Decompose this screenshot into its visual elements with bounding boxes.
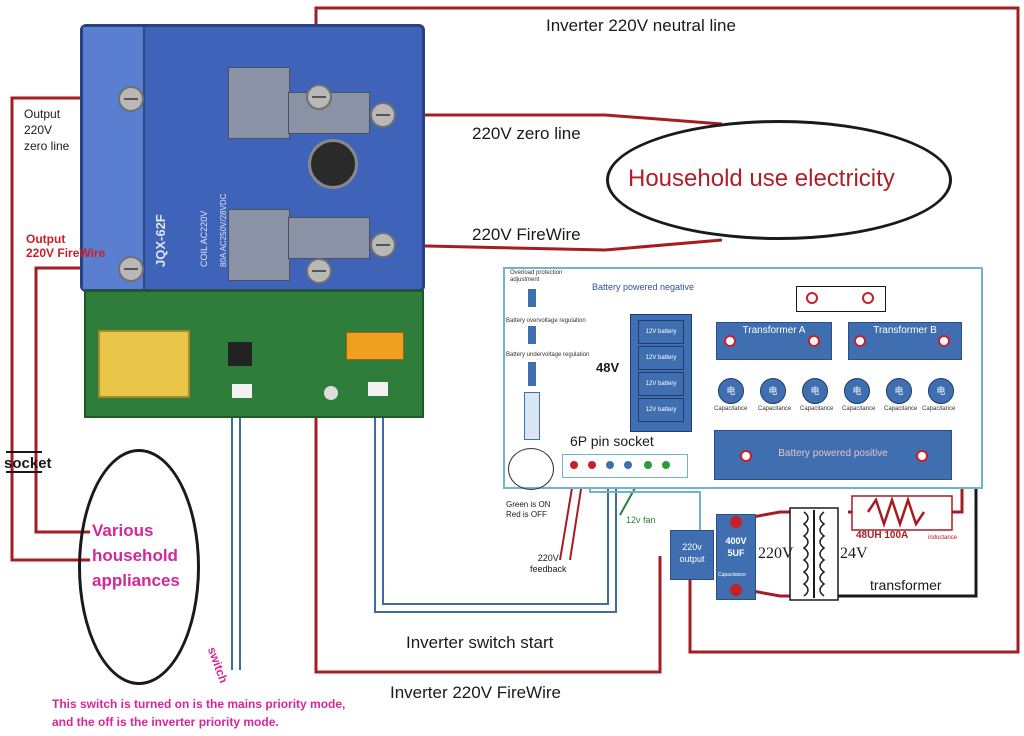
appliances-ellipse <box>78 449 200 685</box>
output-zero-label: Output 220V zero line <box>24 107 70 153</box>
inverter-switch-wire <box>374 398 617 613</box>
inverter-firewire-wire <box>314 270 662 674</box>
battery-positive-label: Battery powered positive <box>778 448 888 459</box>
output-zero-wire <box>10 96 128 562</box>
v24-label: 24V <box>840 545 868 562</box>
appliances-label: Various household appliances <box>92 521 180 590</box>
household-use-ellipse <box>606 120 952 240</box>
relay-pcb <box>84 290 424 418</box>
battery-negative-label: Battery powered negative <box>592 282 695 292</box>
pin-socket <box>562 454 688 478</box>
pcb-chip <box>228 342 252 366</box>
v220-label: 220V <box>758 545 794 562</box>
battery-negative-terminal-1 <box>806 292 818 304</box>
mode-note-line2: and the off is the inverter priority mod… <box>52 715 279 729</box>
inverter-neutral-label: Inverter 220V neutral line <box>546 16 736 35</box>
fan-label: 12v fan <box>626 515 656 525</box>
transformer-label: transformer <box>870 577 942 593</box>
relay-rating: 80A AC250V/28VDC <box>219 193 228 267</box>
output-fire-label: Output 220V FireWire <box>26 232 106 260</box>
terminal-output-zero <box>118 86 144 112</box>
capacitor-3: 电 <box>802 378 828 404</box>
firewire-wire <box>382 238 723 252</box>
overvoltage-label: Battery overvoltage regulation <box>506 318 586 324</box>
inverter-neutral-wire <box>314 6 1020 654</box>
inductor-label: 48UH 100A <box>856 530 909 541</box>
feedback-label: 220V feedback <box>530 553 567 574</box>
terminal-neutral <box>306 84 332 110</box>
battery-cell-4: 12V battery <box>638 398 684 422</box>
pin-socket-label: 6P pin socket <box>570 433 654 449</box>
relay-side-panel <box>83 27 145 289</box>
pcb-relay <box>346 332 404 360</box>
zero-line-wire <box>383 113 723 126</box>
capacitor-6: 电 <box>928 378 954 404</box>
pcb-transformer <box>98 330 190 398</box>
capacitor-2: 电 <box>760 378 786 404</box>
mode-note-line1: This switch is turned on is the mains pr… <box>52 697 346 711</box>
transformer-b-label: Transformer B <box>873 325 937 336</box>
inductor-body <box>851 495 953 531</box>
relay-module: JQX-62F COIL AC220V 80A AC250V/28VDC <box>80 24 425 292</box>
undervoltage-label: Battery undervoltage regulation <box>506 352 590 358</box>
pcb-connector-right <box>368 382 388 396</box>
cap-box-label: 400V 5UF <box>725 536 747 558</box>
capacitor-5: 电 <box>886 378 912 404</box>
pcb-led <box>324 386 338 400</box>
firewire-label: 220V FireWire <box>472 225 581 244</box>
battery-cell-3: 12V battery <box>638 372 684 396</box>
zero-line-label: 220V zero line <box>472 124 581 143</box>
relay-contact-top <box>228 67 290 139</box>
voltage-label: 48V <box>596 360 620 375</box>
battery-negative-terminal-2 <box>862 292 874 304</box>
inverter-switch-label: Inverter switch start <box>406 633 554 652</box>
overload-label: Overload protection adjustment <box>510 270 563 283</box>
terminal-zero-line <box>370 102 396 128</box>
battery-cell-1: 12V battery <box>638 320 684 344</box>
battery-positive-block: Battery powered positive <box>714 430 952 480</box>
terminal-output-fire <box>118 256 144 282</box>
inverter-firewire-label: Inverter 220V FireWire <box>390 683 561 702</box>
capacitor-4: 电 <box>844 378 870 404</box>
terminal-inverter-fire <box>306 258 332 284</box>
battery-cell-2: 12V battery <box>638 346 684 370</box>
terminal-firewire <box>370 232 396 258</box>
switch-indicator <box>508 448 554 490</box>
relay-coil-knob <box>308 139 358 189</box>
pcb-connector-left <box>232 384 252 398</box>
household-use-label: Household use electricity <box>628 165 895 192</box>
pin-header <box>524 392 540 440</box>
inductance-label: inductance <box>928 535 958 541</box>
green-red-label: Green is ON Red is OFF <box>506 500 551 519</box>
socket-label: socket <box>4 455 52 472</box>
transformer-a-label: Transformer A <box>742 325 806 336</box>
output-box: 220v output <box>670 530 714 580</box>
capacitor-1: 电 <box>718 378 744 404</box>
